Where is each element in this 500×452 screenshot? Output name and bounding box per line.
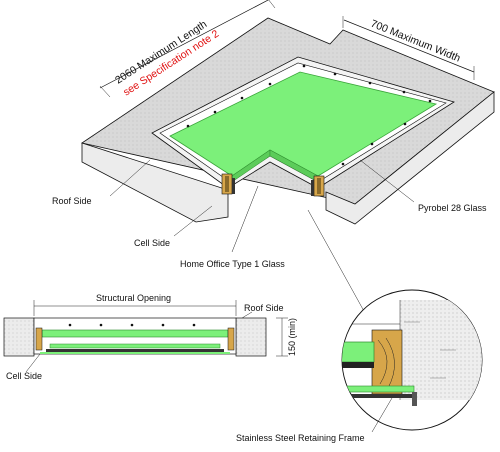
- structural-opening-label: Structural Opening: [96, 293, 171, 303]
- detail-lower-glass: [342, 385, 415, 393]
- roof-slab-front-face: [81, 142, 229, 223]
- section-upper-glass: [41, 329, 229, 338]
- leader-retaining-frame: [371, 397, 393, 433]
- detail-retaining-frame: [342, 394, 416, 398]
- cell-side-section-label: Cell Side: [6, 371, 42, 381]
- home-office-glass-label: Home Office Type 1 Glass: [180, 259, 285, 269]
- section-lower-glass: [49, 343, 221, 349]
- roof-slab-right-face: [325, 91, 495, 225]
- leader-cell-side: [173, 205, 213, 237]
- pyrobel-glass-label: Pyrobel 28 Glass: [418, 203, 487, 213]
- roof-side-label: Roof Side: [52, 196, 92, 206]
- leader-detail-view: [307, 209, 371, 323]
- detail-upper-glass: [342, 341, 375, 363]
- section-cut-left: [221, 173, 235, 195]
- isometric-view: 2060 Maximum Length see Specification no…: [52, 0, 495, 323]
- width-dimension: [342, 16, 475, 80]
- section-cut-right: [311, 175, 325, 197]
- roof-side-section-label: Roof Side: [244, 303, 284, 313]
- frame-fixings: [186, 64, 432, 166]
- leader-home-office: [231, 185, 259, 253]
- length-dimension: [99, 0, 276, 98]
- cell-side-label: Cell Side: [134, 238, 170, 248]
- section-retaining-strip: [46, 349, 224, 352]
- leader-cell-side-section: [25, 353, 41, 373]
- leader-roof-side: [109, 159, 151, 197]
- section-view: Structural Opening 150 (min) Roof Side: [3, 293, 297, 381]
- leader-pyrobel: [359, 159, 415, 203]
- section-fixings: [68, 323, 196, 327]
- retaining-frame-label: Stainless Steel Retaining Frame: [236, 433, 365, 443]
- depth-label: 150 (min): [287, 318, 297, 356]
- leader-roof-side-section: [241, 311, 253, 319]
